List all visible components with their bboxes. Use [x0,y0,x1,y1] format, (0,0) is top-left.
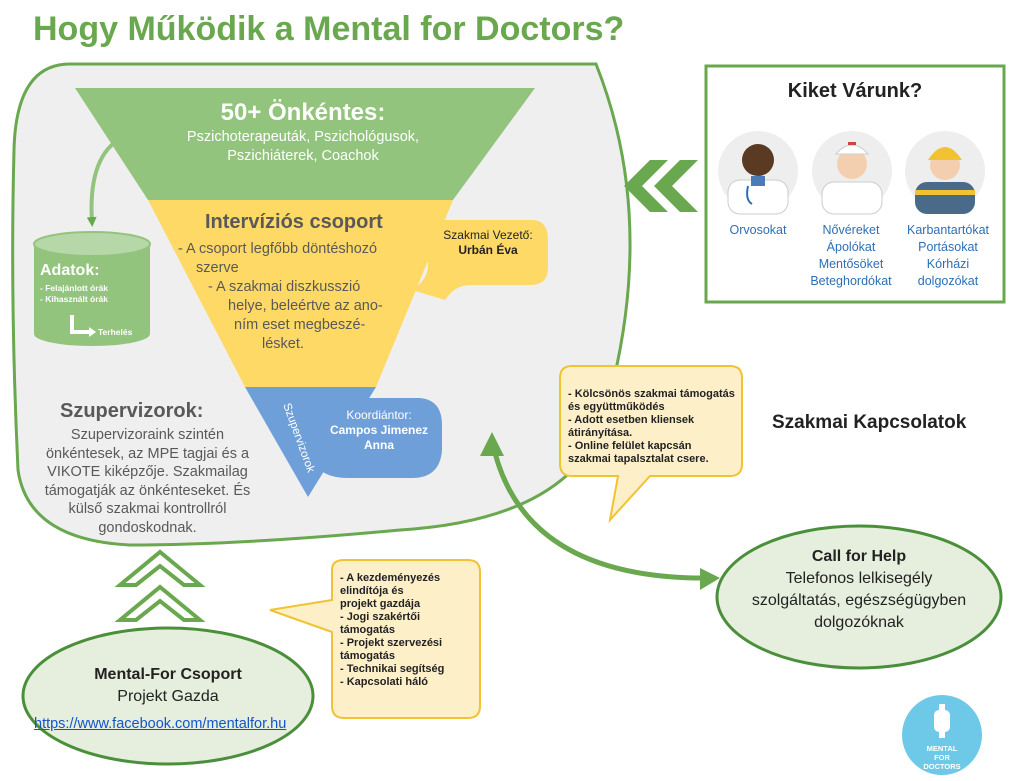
supervisors-line-6: gondoskodnak. [98,519,197,536]
lead-label: Szakmai Vezető: [443,228,533,242]
szakmai-bubble [559,365,743,524]
people-group-2: Nővéreket Ápolókat Mentősöket Beteghordó… [800,222,902,290]
lead-text: Szakmai Vezető: Urbán Éva [428,228,548,258]
volunteers-block: 50+ Önkéntes: Pszichoterapeuták, Pszicho… [148,98,458,166]
people-group-1-line-1: Orvosokat [729,223,787,237]
logo-line-2: FOR [934,753,950,762]
projekt-bubble-text: - A kezdeményezés elindítója és projekt … [340,572,444,689]
lead-name: Urbán Éva [458,243,518,257]
data-item-1: - Felajánlott órák [40,283,109,293]
double-chevron-up-icon [114,549,206,622]
double-chevron-left-icon [624,160,698,212]
volunteers-heading: 50+ Önkéntes: [220,99,386,126]
intervision-line-1: - A csoport legfőbb döntéshozó [178,241,378,257]
projekt-line-4: - Jogi szakértői [340,611,421,623]
data-item-2: - Kihasznált órák [40,294,109,304]
intervision-line-4: helye, beleértve az ano- [228,298,383,314]
projekt-line-3: projekt gazdája [340,598,421,610]
data-heading: Adatok: [40,262,100,279]
call-for-help-heading: Call for Help [811,548,907,565]
call-for-help-line-1: Telefonos lelkisegély [785,570,933,587]
projekt-line-7: támogatás [340,650,396,662]
coordinator-bubble [310,398,442,478]
volunteers-band [75,88,535,200]
people-group-3: Karbantartókat Portásokat Kórházi dolgoz… [896,222,1000,290]
projekt-line-2: elindítója és [340,585,404,597]
people-group-3-line-4: dolgozókat [917,274,979,288]
supervisors-line-4: támogatják az önkénteseket. És [44,482,251,499]
coordinator-text: Koordiántor: Campos Jimenez Anna [318,408,440,453]
supervisors-line-5: külső szakmai kontrollról [68,501,227,517]
intervision-line-2: szerve [196,260,239,276]
mentalfor-ellipse [21,626,315,766]
people-group-2-line-3: Mentősöket [818,257,884,271]
mentalfor-text: Mental-For Csoport Projekt Gazda [28,664,308,708]
intervision-heading: Intervíziós csoport [205,211,383,233]
kiket-heading: Kiket Várunk? [787,80,923,102]
people-group-1: Orvosokat [718,222,798,239]
supervisors-line-3: VIKOTE kiképzője. Szakmailag [47,464,248,480]
terheles-arrow-icon [70,315,90,334]
projekt-line-6: - Projekt szervezési [340,637,443,649]
volunteers-to-data-arrow [86,138,120,227]
szakmai-bubble-text: - Kölcsönös szakmai támogatás és együttm… [568,388,735,466]
szakmai-line-6: szakmai tapalsztalat csere. [568,453,709,465]
intervision-line-6: lésket. [262,336,304,352]
volunteers-line-1: Pszichoterapeuták, Pszichológusok, [186,129,420,145]
mentalfor-heading: Mental-For Csoport [94,666,242,683]
logo-line-1: MENTAL [926,744,958,753]
people-group-3-line-2: Portásokat [918,240,978,254]
projekt-line-9: - Kapcsolati háló [340,676,429,688]
nurse-avatar-icon [812,131,892,215]
worker-avatar-icon [905,131,985,214]
doctor-avatar-icon [718,131,798,215]
szakmai-line-2: és együttműködés [568,401,665,413]
volunteers-line-2: Pszichiáterek, Coachok [227,148,379,164]
lead-bubble [412,220,548,300]
szakmai-line-1: - Kölcsönös szakmai támogatás [568,388,735,400]
call-for-help-ellipse [715,524,1003,670]
call-for-help-text: Call for Help Telefonos lelkisegély szol… [720,546,998,634]
coordinator-name-1: Campos Jimenez [329,423,429,437]
coordinator-name-2: Anna [364,438,394,452]
szakmai-line-3: - Adott esetben kliensek [568,414,695,426]
terheles-label: Terhelés [98,327,133,337]
szakmai-label: Szakmai Kapcsolatok [772,412,967,433]
intervision-text: - A csoport legfőbb döntéshozó szerve - … [178,240,418,354]
logo-line-3: DOCTORS [923,762,961,771]
projekt-line-8: - Technikai segítség [340,663,445,675]
supervisors-heading: Szupervizorok: [60,400,204,422]
intervision-line-3: - A szakmai diszkusszió [208,279,361,295]
supervisors-line-1: Szupervizoraink szintén [70,427,225,443]
mental-for-doctors-logo [902,695,982,775]
intervision-line-5: ním eset megbeszé- [234,317,366,333]
call-for-help-line-3: dolgozóknak [814,614,904,631]
people-group-3-line-1: Karbantartókat [907,223,989,237]
mentalfor-facebook-link[interactable]: https://www.facebook.com/mentalfor.hu [34,716,287,732]
people-group-2-line-2: Ápolókat [826,240,876,254]
coordinator-label: Koordiántor: [346,408,412,422]
supervisors-line-2: önkéntesek, az MPE tagjai és a [45,445,250,462]
szakmai-connection-arrow [489,439,711,581]
data-items: - Felajánlott órák - Kihasznált órák [40,283,108,305]
projekt-line-1: - A kezdeményezés [340,572,441,584]
people-group-3-line-3: Kórházi [926,257,970,271]
call-for-help-line-2: szolgáltatás, egészségügyben [751,592,967,609]
page-title: Hogy Működik a Mental for Doctors? [33,10,625,48]
logo-text: MENTAL FOR DOCTORS [912,744,972,771]
mentalfor-subheading: Projekt Gazda [117,688,219,705]
projekt-bubble [269,559,481,719]
projekt-line-5: támogatás [340,624,396,636]
supervisors-text: Szupervizoraink szintén önkéntesek, az M… [20,426,275,537]
people-group-2-line-1: Nővéreket [822,223,880,237]
szakmai-line-4: átirányítása. [568,427,633,439]
people-group-2-line-4: Beteghordókat [810,274,892,288]
intervision-band [148,200,453,387]
szakmai-line-5: - Online felület kapcsán [568,440,692,452]
